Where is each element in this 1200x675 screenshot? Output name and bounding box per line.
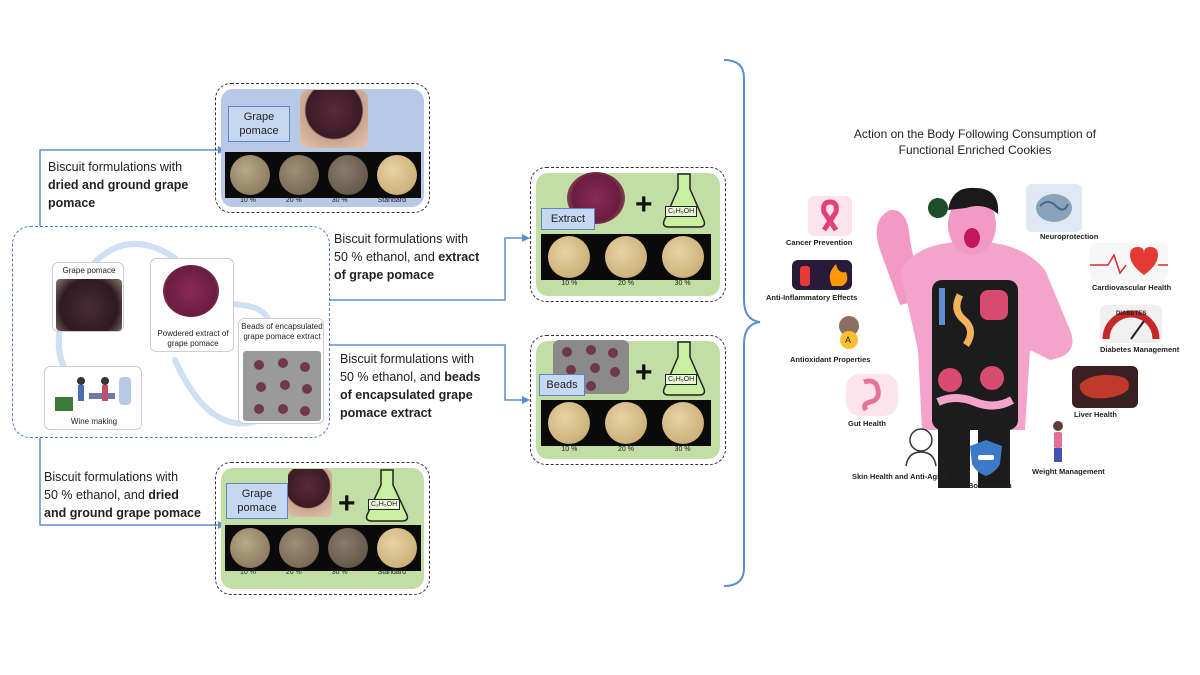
loop-card-wine-making: Wine making	[44, 366, 142, 430]
panel-beads: Beads + C₂H₅OH 10 %20 %30 %	[530, 335, 726, 465]
svg-text:A: A	[845, 335, 851, 345]
benefit-liver-health: Liver Health	[1074, 410, 1117, 419]
ethanol-formula: C₂H₅OH	[665, 206, 698, 217]
plus-sign: +	[338, 487, 356, 520]
loop-card-grape-pomace: Grape pomace	[52, 262, 124, 332]
brain-icon	[1026, 184, 1082, 232]
ethanol-formula: C₂H₅OH	[368, 499, 401, 510]
cancer-ribbon-icon	[808, 196, 852, 236]
benefit-cardiovascular-health: Cardiovascular Health	[1092, 283, 1172, 292]
bottom-formulation-label: Biscuit formulations with 50 % ethanol, …	[44, 470, 201, 520]
heart-icon	[1090, 243, 1168, 281]
cookie-strip	[225, 152, 421, 198]
tag-grape-pomace: Grape pomace	[228, 106, 290, 142]
tag-grape-pomace: Grape pomace	[226, 483, 288, 519]
benefit-diabetes-management: Diabetes Management	[1100, 345, 1180, 354]
benefit-weight-management: Weight Management	[1032, 467, 1105, 476]
fire-extinguisher-icon	[792, 260, 852, 290]
loop-card-beads: Beads of encapsulated grape pomace extra…	[238, 318, 324, 424]
tag-extract: Extract	[541, 208, 595, 230]
benefit-neuroprotection: Neuroprotection	[1040, 232, 1099, 241]
percentage-row: 10 %20 %30 %Standard	[239, 569, 406, 576]
liver-icon	[1072, 366, 1138, 408]
beads-formulation-label: Biscuit formulations with 50 % ethanol, …	[340, 352, 481, 420]
benefit-gut-health: Gut Health	[848, 419, 886, 428]
percentage-row: 10 %20 %30 %Standard	[239, 197, 406, 204]
process-loop	[12, 226, 330, 438]
benefit-antioxidant-properties: Antioxidant Properties	[790, 355, 871, 364]
benefit-cancer-prevention: Cancer Prevention	[786, 238, 853, 247]
loop-card-powdered-extract: Powdered extract of grape pomace	[150, 258, 234, 352]
grape-pomace-hands-image	[300, 90, 368, 148]
body-section-title: Action on the Body Following Consumption…	[853, 127, 1097, 157]
ethanol-formula: C₂H₅OH	[665, 374, 698, 385]
extract-formulation-label: Biscuit formulations with 50 % ethanol, …	[334, 232, 480, 282]
top-formulation-label: Biscuit formulations with dried and grou…	[48, 160, 189, 210]
grape-pomace-hands-image	[288, 469, 332, 517]
gut-icon	[846, 374, 898, 416]
diabetes-gauge-icon: DIABETES	[1100, 305, 1162, 343]
benefit-anti-inflammatory: Anti-Inflammatory Effects	[766, 293, 858, 302]
human-body-illustration	[876, 187, 1073, 488]
weight-person-icon	[1046, 420, 1070, 464]
panel-grape-pomace-ethanol: Grape pomace + C₂H₅OH 10 %20 %30 %Standa…	[215, 462, 430, 595]
percentage-row: 10 %20 %30 %	[561, 446, 691, 453]
benefit-bone-health: Bone Health	[968, 481, 1012, 490]
percentage-row: 10 %20 %30 %	[561, 280, 691, 287]
bone-shield-icon	[966, 438, 1006, 478]
skin-face-icon	[898, 422, 944, 470]
cookie-strip	[541, 400, 711, 446]
plus-sign: +	[635, 356, 653, 389]
benefit-skin-health: Skin Health and Anti-Aging	[852, 472, 949, 481]
panel-extract: Extract + C₂H₅OH 10 %20 %30 %	[530, 167, 726, 302]
plus-sign: +	[635, 188, 653, 221]
antioxidant-shield-icon: A	[830, 312, 868, 352]
panel-grape-pomace-top: Grape pomace 10 %20 %30 %Standard	[215, 83, 430, 213]
tag-beads: Beads	[539, 374, 585, 396]
beads-image	[553, 340, 629, 394]
cookie-strip	[541, 234, 711, 280]
cookie-strip	[225, 525, 421, 571]
